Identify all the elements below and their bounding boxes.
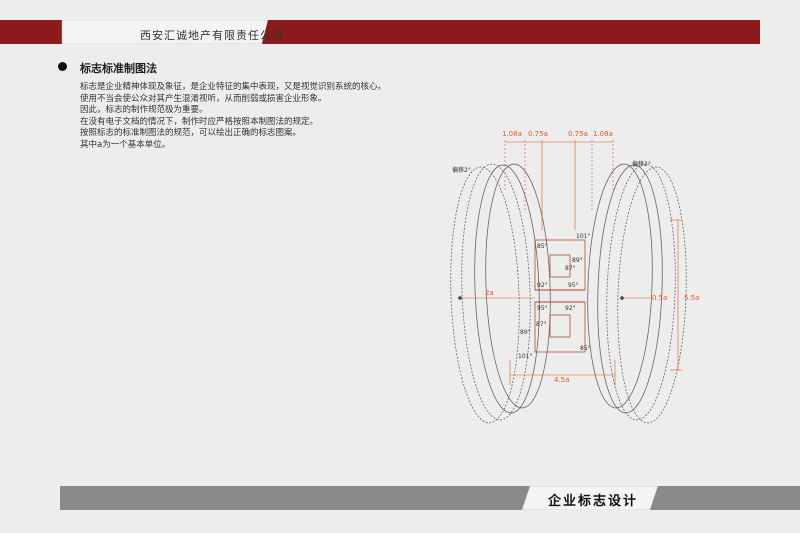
body-line: 按照标志的标准制图法的规范，可以绘出正确的标志图案。 [80, 128, 302, 138]
dim-label-45a: 4.5a [554, 376, 569, 384]
section-title: 标志标准制图法 [80, 62, 157, 75]
dim-label-top: 0.75a [568, 130, 588, 138]
header-left-block [0, 20, 62, 44]
footer-title: 企业标志设计 [548, 494, 639, 509]
center-panels [534, 239, 586, 353]
angle-label: 92° [537, 282, 548, 289]
angle-label: 89° [520, 329, 531, 336]
bullet-dot [58, 62, 67, 71]
dim-label-top: 1.08a [502, 130, 522, 138]
dim-label-top: 1.08a [593, 130, 613, 138]
dim-label-55a: 5.5a [684, 294, 699, 302]
angle-label: 87° [565, 265, 576, 272]
footer-right-block [650, 486, 800, 510]
dim-label-top: 0.75a [528, 130, 548, 138]
angle-label: 92° [565, 305, 576, 312]
dim-label-05a: 0.5a [652, 294, 667, 302]
angle-label: 89° [572, 257, 583, 264]
angle-label: 101° [518, 353, 532, 360]
angle-label: 95° [537, 305, 548, 312]
header-label-box [61, 20, 269, 44]
company-name: 西安汇诚地产有限责任公司 [140, 29, 284, 42]
body-line: 在没有电子文档的情况下，制作时应严格按照本制图法的规定。 [80, 116, 319, 127]
footer-left-block [60, 486, 530, 510]
left-rings [450, 163, 551, 424]
angle-label: 85° [537, 243, 548, 250]
angle-label: 95° [568, 282, 579, 289]
header-band [0, 20, 760, 44]
body-line: 使用不当会使公众对其产生混淆视听，从而削弱或损害企业形象。 [80, 93, 327, 104]
dimension-lines [460, 140, 682, 385]
footer-label-box [521, 486, 659, 510]
tilt-label-right: 偏移2° [632, 160, 651, 168]
footer-band [60, 486, 800, 510]
angle-label: 85° [580, 345, 591, 352]
body-line: 标志是企业精神体现及象征，是企业特征的集中表现，又是视觉识别系统的核心。 [80, 82, 387, 92]
anchor-points [458, 296, 624, 300]
dimension-labels: 1.08a 0.75a 0.75a 1.08a 2a 0.5a 5.5a 4.5… [485, 130, 699, 384]
body-line: 其中a为一个基本单位。 [80, 139, 171, 150]
angle-label: 87° [536, 321, 547, 328]
angle-labels: 偏移2° 偏移2° 101° 85° 89° 87° 92° 95° 95° 9… [452, 160, 651, 360]
tilt-label-left: 偏移2° [452, 166, 471, 174]
body-line: 因此，标志的制作规范极为重要。 [80, 105, 208, 115]
logo-construction-drawing: 1.08a 0.75a 0.75a 1.08a 2a 0.5a 5.5a 4.5… [450, 130, 699, 424]
header-right-block [262, 20, 760, 44]
angle-label: 101° [576, 233, 590, 240]
dim-label-2a: 2a [485, 289, 494, 297]
right-rings [587, 163, 687, 424]
body-text: 标志是企业精神体现及象征，是企业特征的集中表现，又是视觉识别系统的核心。 使用不… [80, 82, 386, 151]
